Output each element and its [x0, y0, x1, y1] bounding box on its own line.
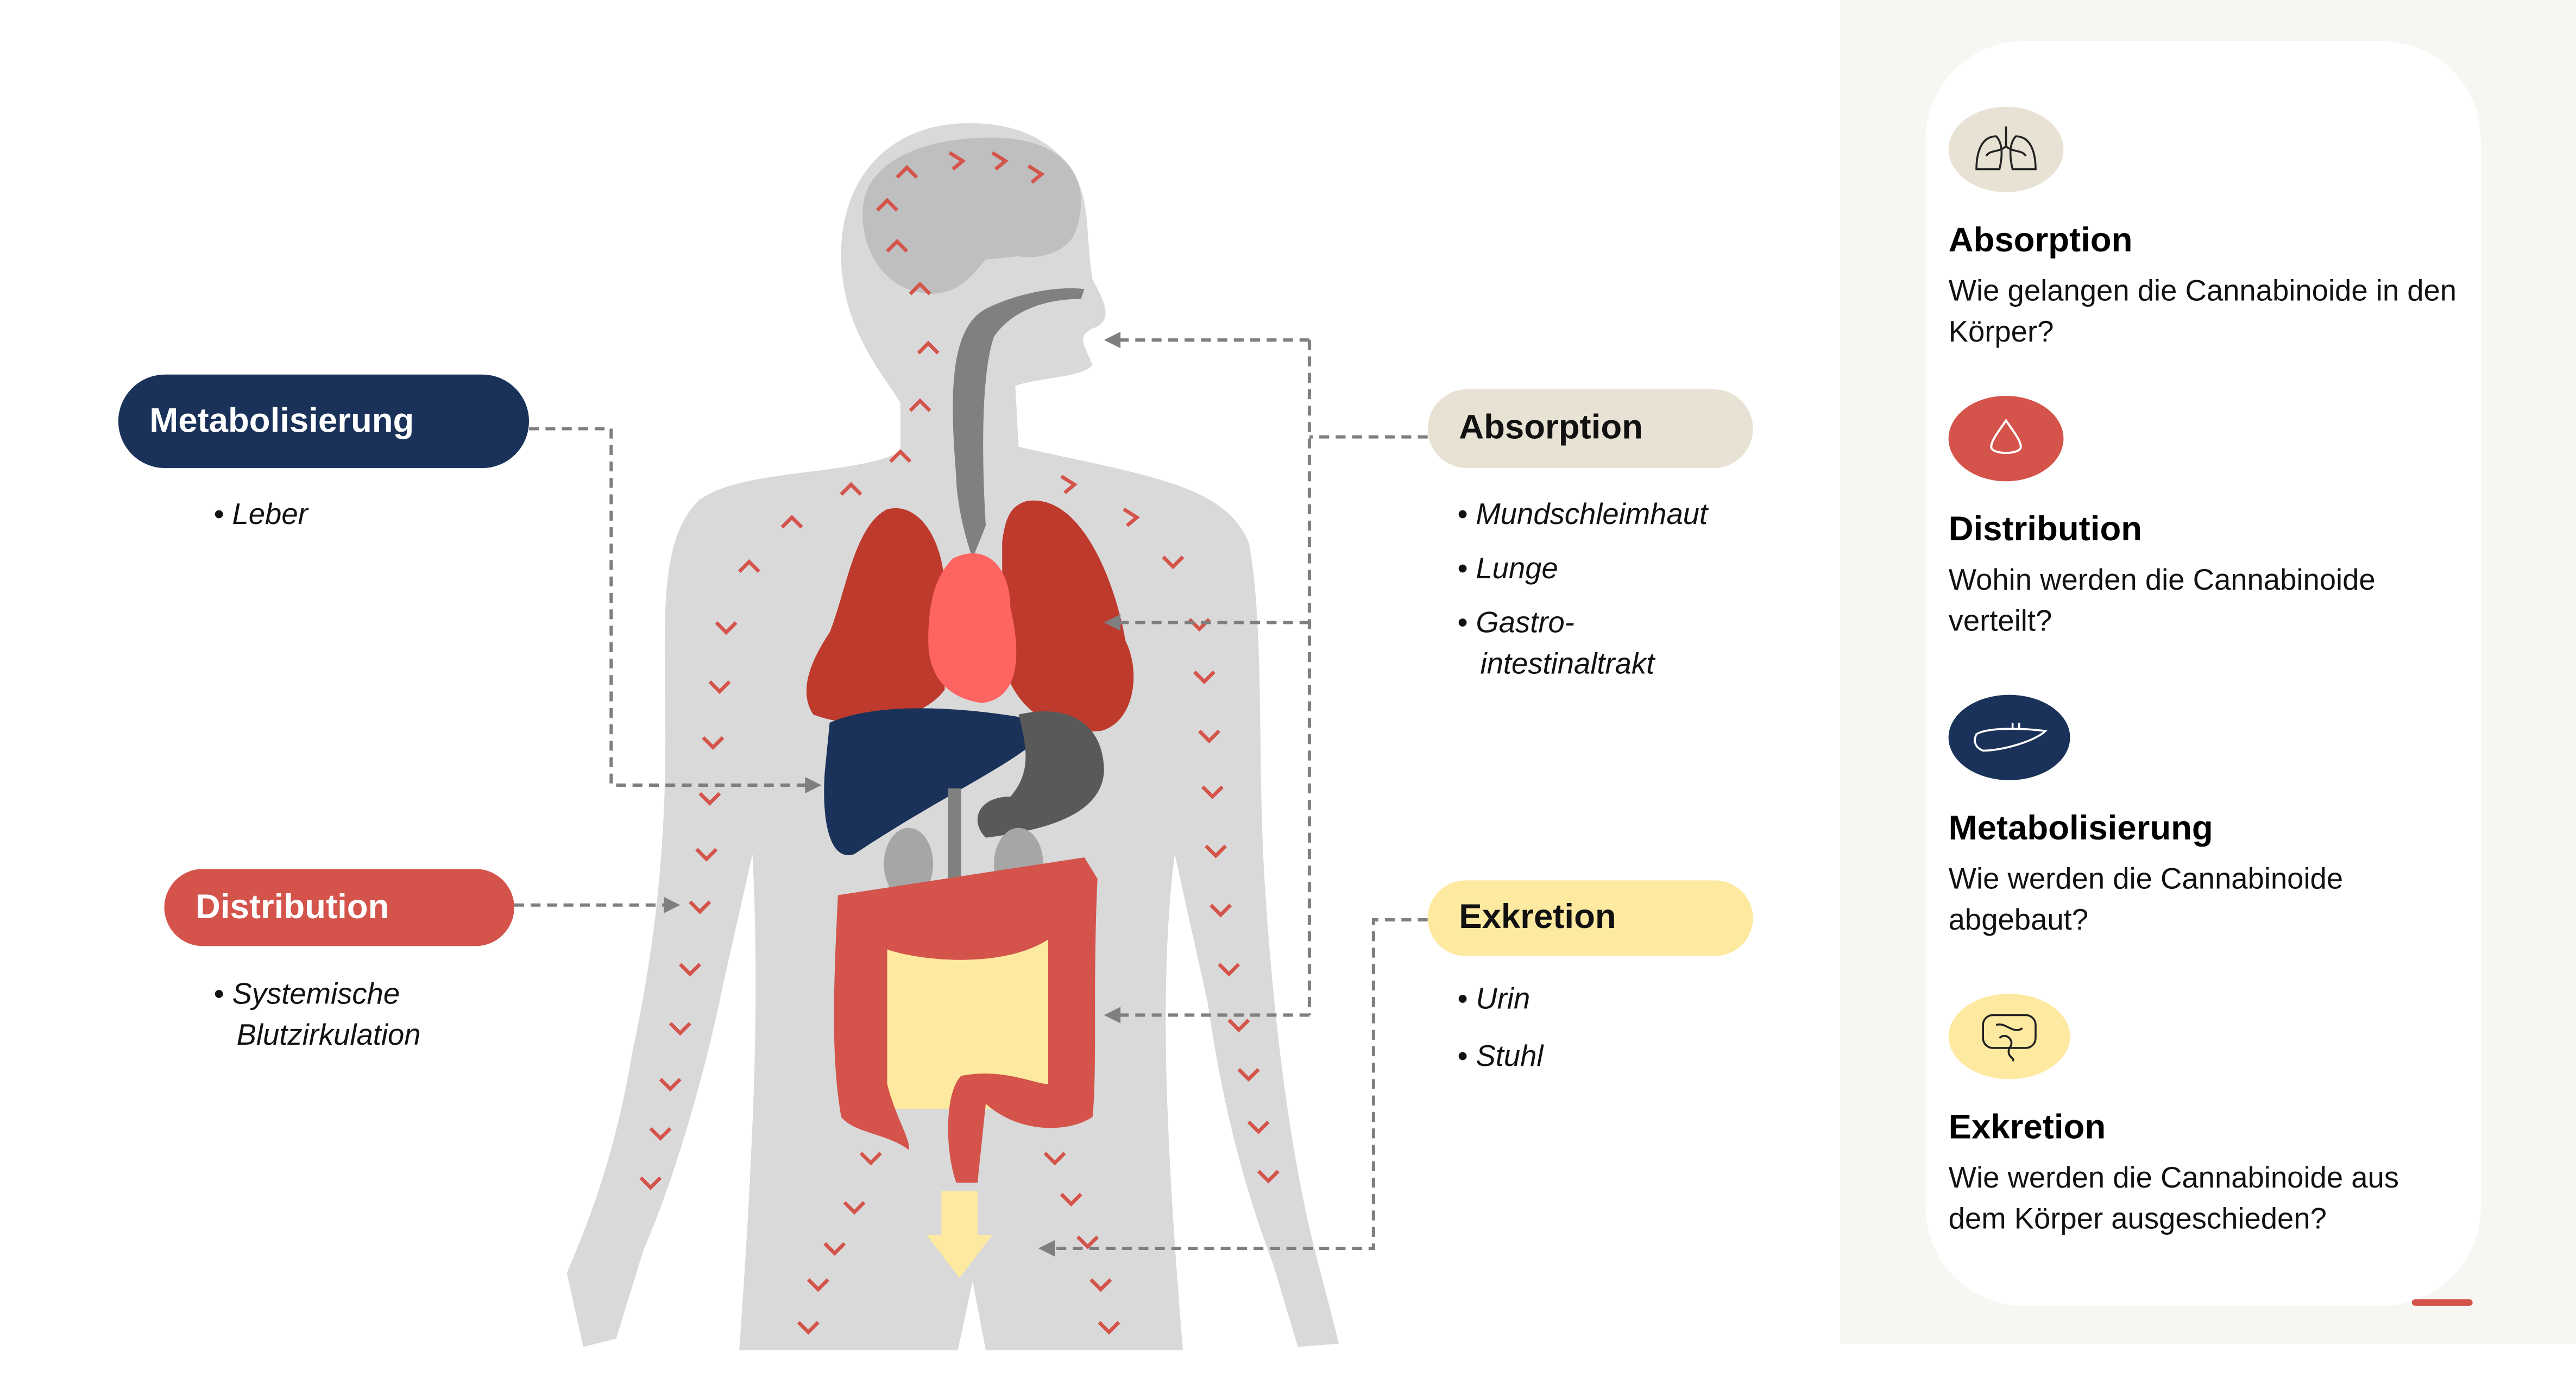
flow-chevron — [1123, 507, 1140, 527]
distribution-list: • Systemische Blutzirkulation — [213, 977, 421, 1051]
heart — [928, 553, 1017, 703]
flow-chevron — [1162, 555, 1185, 570]
info-panel: Absorption Wie gelangen die Cannabinoide… — [1840, 0, 2576, 1344]
flow-chevron — [702, 736, 725, 750]
section-text: Wohin werden die Cannabinoide verteilt? — [1948, 563, 2376, 637]
section-text: Wie gelangen die Cannabinoide in den Kör… — [1948, 274, 2457, 349]
flow-chevron — [909, 398, 931, 412]
flow-chevron — [1237, 1068, 1260, 1082]
list-item: Urin — [1476, 982, 1531, 1015]
section-exkretion: Exkretion Wie werden die Cannabinoide au… — [1948, 994, 2458, 1240]
list-item: Mundschleimhaut — [1476, 497, 1708, 531]
flow-chevron — [669, 1022, 691, 1036]
flow-chevron — [1257, 1170, 1280, 1184]
section-title: Metabolisierung — [1948, 810, 2213, 848]
exkretion-list: • Urin • Stuhl — [1457, 982, 1544, 1073]
list-item: Stuhl — [1476, 1039, 1544, 1073]
scroll-indicator — [2411, 1299, 2473, 1306]
metabolisierung-list: • Leber — [213, 497, 308, 531]
flow-chevron — [649, 1127, 672, 1141]
flow-chevron — [1060, 475, 1078, 495]
flow-chevron — [1247, 1120, 1270, 1134]
section-title: Exkretion — [1948, 1108, 2106, 1147]
flow-chevron — [1193, 670, 1215, 685]
flow-chevron — [1027, 164, 1045, 184]
flow-chevron — [780, 515, 803, 529]
connector-lines — [514, 338, 1428, 1251]
flow-chevron — [708, 680, 731, 694]
flow-chevron — [991, 151, 1009, 171]
arrowheads — [664, 332, 1121, 1257]
flow-chevron — [689, 900, 711, 914]
flow-chevron — [948, 151, 966, 171]
flow-chevron — [909, 281, 931, 295]
list-item: Lunge — [1476, 552, 1558, 585]
colon — [834, 857, 1098, 1183]
section-distribution: Distribution Wohin werden die Cannabinoi… — [1948, 396, 2458, 642]
list-item: Leber — [232, 497, 308, 531]
flow-chevron — [797, 1321, 820, 1335]
flow-chevron — [715, 621, 738, 635]
flow-chevron — [896, 165, 918, 179]
flow-chevron — [1227, 1019, 1250, 1033]
flow-chevron — [840, 482, 862, 496]
stomach — [977, 711, 1104, 838]
flow-chevron — [1201, 785, 1224, 799]
exkretion-label: Exkretion — [1427, 880, 1753, 956]
flow-chevron — [1089, 1278, 1112, 1292]
section-text: Wie werden die Cannabinoide aus dem Körp… — [1948, 1161, 2399, 1235]
kidney-left — [884, 828, 934, 900]
distribution-label: Distribution — [164, 869, 514, 946]
flow-chevron — [1198, 729, 1220, 743]
liver — [824, 708, 1051, 855]
flow-chevron — [1060, 1192, 1082, 1207]
flow-chevron — [695, 848, 718, 862]
flow-chevron — [876, 198, 899, 212]
list-item: Gastro-intestinaltrakt — [1476, 606, 1655, 680]
trachea — [953, 288, 1085, 559]
flow-chevron — [1218, 963, 1240, 977]
lung-right — [1002, 500, 1134, 732]
intestine-icon — [1948, 994, 2070, 1079]
absorption-list: • Mundschleimhaut • Lunge • Gastro-intes… — [1457, 497, 1708, 680]
lungs-icon — [1948, 106, 2064, 192]
flow-chevron — [1204, 844, 1227, 858]
flow-chevron — [1098, 1321, 1120, 1335]
flow-chevron — [859, 1152, 882, 1166]
blood-drop-icon — [1948, 396, 2064, 482]
flow-chevron — [698, 792, 721, 806]
flow-chevron — [639, 1176, 662, 1190]
section-absorption: Absorption Wie gelangen die Cannabinoide… — [1948, 106, 2458, 353]
flow-chevron — [917, 340, 940, 355]
flow-chevron — [843, 1201, 866, 1215]
metabolisierung-label: Metabolisierung — [118, 374, 530, 469]
lung-left — [806, 508, 945, 723]
section-title: Absorption — [1948, 222, 2133, 260]
section-metabolisierung: Metabolisierung Wie werden die Cannabino… — [1948, 694, 2458, 942]
section-title: Distribution — [1948, 510, 2143, 549]
list-item: Systemische Blutzirkulation — [232, 977, 421, 1051]
liver-icon — [1948, 694, 2070, 780]
flow-chevron — [886, 238, 909, 253]
info-card: Absorption Wie gelangen die Cannabinoide… — [1925, 41, 2481, 1306]
flow-chevron — [1210, 904, 1232, 918]
flow-chevron — [1043, 1152, 1066, 1166]
section-text: Wie werden die Cannabinoide abgebaut? — [1948, 862, 2344, 937]
flow-chevron — [1076, 1235, 1099, 1249]
flow-chevron — [889, 449, 912, 463]
absorption-label: Absorption — [1427, 389, 1753, 469]
excretion-arrow — [927, 1191, 993, 1278]
flow-chevron — [807, 1278, 829, 1292]
flow-chevron — [678, 963, 702, 977]
flow-chevron — [823, 1242, 846, 1256]
flow-chevron — [738, 559, 760, 573]
flow-chevron — [659, 1078, 682, 1092]
